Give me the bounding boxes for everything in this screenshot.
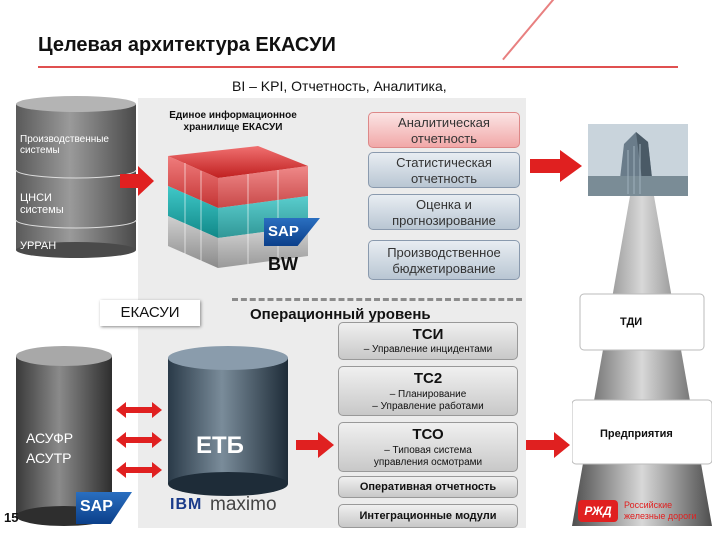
double-arrows	[116, 402, 162, 482]
page-title: Целевая архитектура ЕКАСУИ	[38, 34, 336, 57]
ts2-subtitle: – Планирование – Управление работами	[339, 389, 517, 413]
arrow-to-building	[530, 150, 582, 182]
hierarchy-pyramid	[572, 196, 712, 528]
etb-label: ЕТБ	[196, 432, 244, 460]
operational-divider	[232, 298, 522, 301]
building-image	[588, 124, 688, 196]
ts2-box: ТС2 – Планирование – Управление работами	[338, 366, 518, 416]
ekasui-label: ЕКАСУИ	[100, 300, 200, 326]
tsi-title: ТСИ	[339, 326, 517, 343]
bi-box-statistical: Статистическая отчетность	[368, 152, 520, 188]
rzd-logo-mark: РЖД	[578, 500, 618, 522]
tso-box: ТСО – Типовая система управления осмотра…	[338, 422, 518, 472]
warehouse-label: Единое информационное хранилище ЕКАСУИ	[168, 110, 298, 134]
arrow-etb-to-tso	[296, 432, 334, 458]
ts2-title: ТС2	[339, 370, 517, 387]
bi-box-budgeting: Производственное бюджетирование	[368, 240, 520, 280]
source-label-production: Производственные системы	[20, 134, 130, 156]
corner-decoration	[502, 0, 561, 60]
etb-cylinder	[166, 346, 290, 496]
tso-title: ТСО	[339, 426, 517, 443]
source-label-cnsi: ЦНСИ системы	[20, 192, 80, 216]
pyramid-tdi: ТДИ	[620, 316, 642, 328]
arrow-tso-to-enterprises	[526, 432, 570, 458]
pyramid-enterprises: Предприятия	[600, 428, 673, 440]
sap-logo-text: SAP	[268, 223, 299, 240]
tso-subtitle: – Типовая система управления осмотрами	[339, 445, 517, 469]
ibm-logo: IBM	[170, 496, 202, 514]
sap-logo-bottom-text: SAP	[80, 498, 113, 516]
bw-label: BW	[268, 254, 298, 275]
operational-level-label: Операционный уровень	[250, 306, 431, 323]
rzd-name: Российские железные дороги	[624, 500, 708, 522]
warehouse-cube	[158, 146, 358, 276]
bi-header: BI – KPI, Отчетность, Аналитика,	[232, 78, 447, 94]
integration-box: Интеграционные модули	[338, 504, 518, 528]
bi-box-analytical: Аналитическая отчетность	[368, 112, 520, 148]
title-divider	[38, 66, 678, 68]
tsi-subtitle: – Управление инцидентами	[339, 344, 517, 355]
tsi-box: ТСИ – Управление инцидентами	[338, 322, 518, 360]
source-label-urran: УРРАН	[20, 240, 56, 252]
arrow-to-warehouse	[120, 166, 154, 196]
op-reporting-box: Оперативная отчетность	[338, 476, 518, 498]
page-number: 15	[4, 510, 18, 525]
maximo-logo: maximo	[210, 494, 277, 516]
sap-logo-bottom: SAP	[76, 492, 132, 524]
bi-box-forecasting: Оценка и прогнозирование	[368, 194, 520, 230]
asu-label: АСУФР АСУТР	[26, 428, 106, 468]
